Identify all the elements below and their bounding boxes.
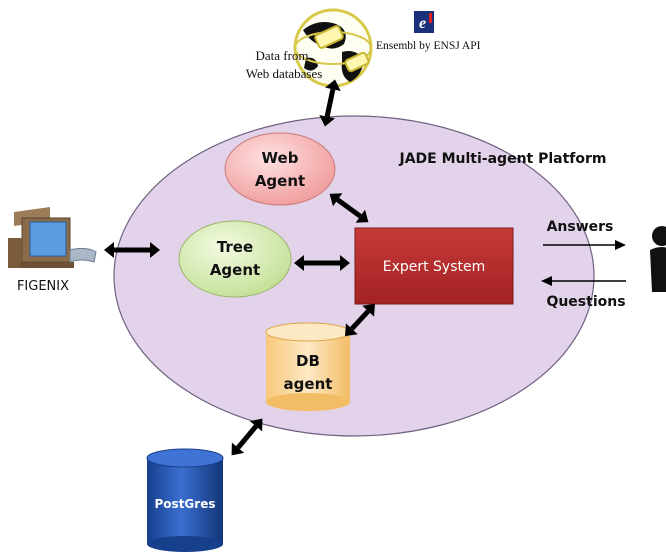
jade-platform-ellipse	[113, 115, 595, 437]
tree-agent-label-line2: Agent	[210, 261, 260, 279]
globe-icon	[293, 8, 373, 88]
computer-icon	[8, 206, 97, 268]
web-agent-label-line1: Web	[262, 149, 299, 167]
web-agent-node	[224, 132, 336, 206]
answers-label: Answers	[547, 219, 614, 235]
questions-arrow	[541, 276, 626, 286]
expert-system-node	[354, 227, 514, 305]
arrow-figenix-to-tree-agent	[104, 242, 160, 258]
user-silhouette-icon	[650, 226, 666, 292]
db-agent-node	[265, 322, 351, 411]
tree-agent-node	[178, 220, 292, 298]
ensembl-logo-icon: e	[414, 11, 434, 33]
expert-system-label: Expert System	[383, 259, 486, 275]
questions-label: Questions	[546, 294, 625, 310]
web-data-label-line1: Data from	[255, 48, 308, 63]
arrow-expert-to-db-agent	[344, 303, 376, 337]
postgres-database-node	[146, 448, 224, 552]
arrow-tree-agent-to-expert	[294, 255, 350, 271]
arrow-db-agent-to-postgres	[231, 418, 263, 456]
arrow-web-db-to-web-agent	[319, 79, 341, 127]
ensembl-label: Ensembl by ENSJ API	[376, 40, 481, 52]
db-agent-label-line1: DB	[296, 352, 320, 370]
web-agent-label-line2: Agent	[255, 172, 305, 190]
figenix-label: FIGENIX	[17, 279, 69, 294]
platform-label: JADE Multi-agent Platform	[399, 151, 607, 167]
answers-arrow	[543, 240, 626, 250]
tree-agent-label-line1: Tree	[217, 238, 253, 256]
svg-text:e: e	[419, 15, 426, 32]
arrow-web-agent-to-expert	[329, 193, 369, 223]
postgres-label: PostGres	[155, 497, 216, 511]
connector-arrows	[104, 79, 376, 456]
web-data-label-line2: Web databases	[246, 66, 323, 81]
db-agent-label-line2: agent	[284, 375, 333, 393]
